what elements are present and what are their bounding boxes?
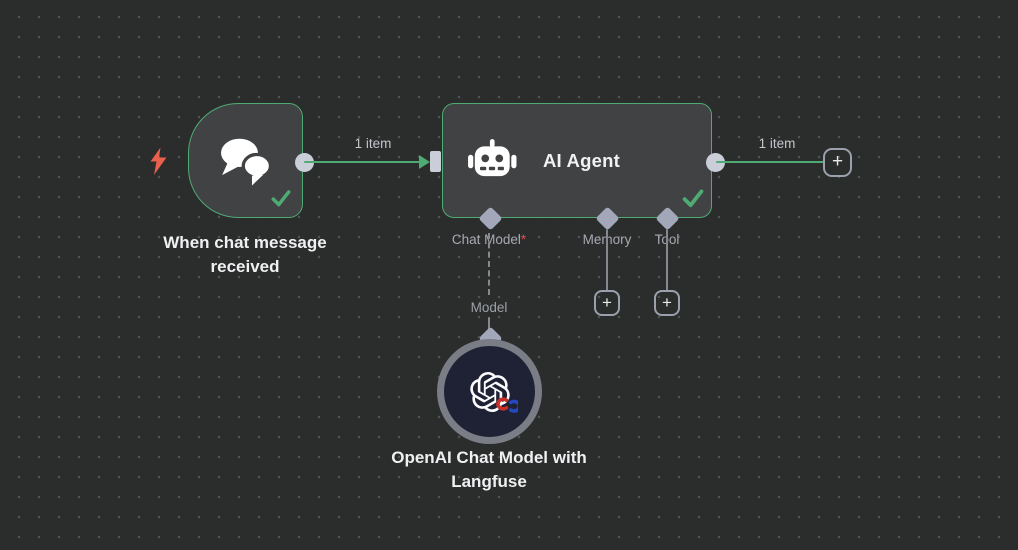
langfuse-icon bbox=[496, 397, 518, 413]
agent-output-endpoint[interactable] bbox=[706, 152, 725, 172]
trigger-lightning-icon bbox=[150, 147, 167, 175]
edge-trigger-to-agent-label: 1 item bbox=[354, 136, 392, 151]
edge-agent-output-label: 1 item bbox=[758, 136, 796, 151]
required-asterisk: * bbox=[520, 232, 527, 247]
edge-agent-output[interactable] bbox=[716, 160, 824, 163]
add-memory-button[interactable]: + bbox=[594, 290, 620, 316]
port-label-chat-model: Chat Model* bbox=[451, 232, 527, 247]
node-when-chat-message-received[interactable] bbox=[188, 103, 303, 218]
edge-trigger-to-agent[interactable] bbox=[304, 160, 428, 163]
robot-icon bbox=[468, 138, 517, 176]
wire-chat-model-lower[interactable] bbox=[487, 317, 491, 331]
success-check-icon bbox=[271, 190, 291, 207]
model-node-label: OpenAI Chat Model with Langfuse bbox=[391, 448, 587, 492]
chat-bubbles-icon bbox=[220, 138, 272, 185]
add-tool-button[interactable]: + bbox=[654, 290, 680, 316]
node-openai-chat-model[interactable] bbox=[437, 339, 542, 444]
edge-arrowhead-icon bbox=[419, 154, 430, 169]
wire-chat-model-label: Model bbox=[470, 300, 508, 315]
node-ai-agent[interactable]: AI Agent bbox=[442, 103, 712, 218]
agent-input-endpoint[interactable] bbox=[430, 151, 441, 172]
trigger-node-label: When chat message received bbox=[163, 233, 327, 277]
agent-node-title: AI Agent bbox=[543, 149, 620, 171]
wire-chat-model[interactable] bbox=[487, 233, 490, 295]
add-next-node-button[interactable]: + bbox=[823, 147, 852, 177]
wire-memory-stub[interactable] bbox=[605, 229, 609, 291]
wire-tool-stub[interactable] bbox=[665, 229, 669, 291]
success-check-icon bbox=[682, 189, 704, 208]
